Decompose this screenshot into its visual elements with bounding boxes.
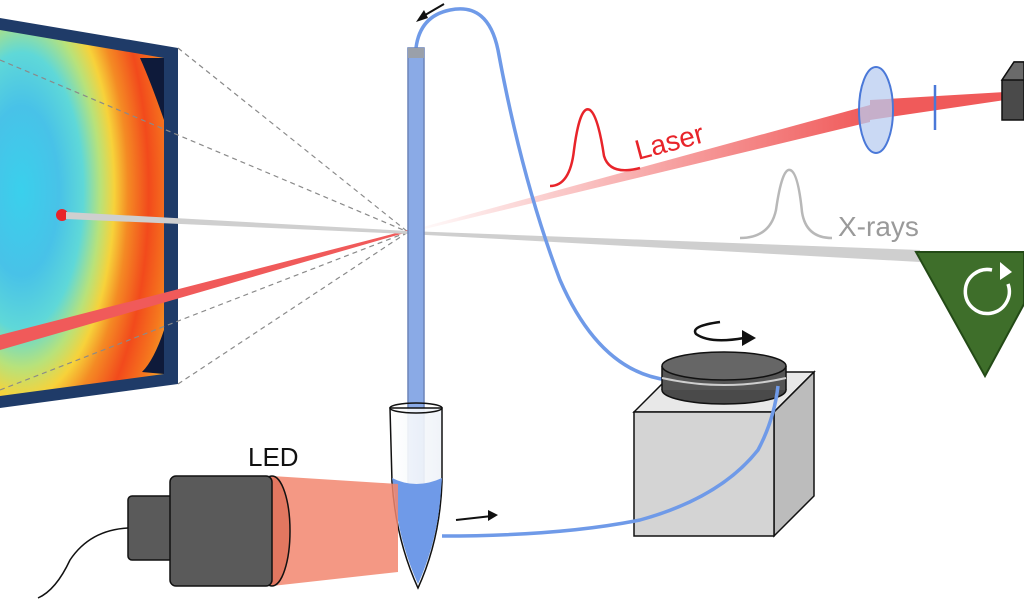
- xrays-label: X-rays: [838, 211, 919, 242]
- sample-tube: [389, 402, 443, 590]
- laser-pulse: [549, 108, 641, 188]
- focusing-lens: [858, 66, 894, 154]
- xray-beam-transmitted: [66, 212, 408, 234]
- led-source: [37, 475, 273, 599]
- xray-pulse: [739, 168, 833, 240]
- detector-image: [0, 18, 178, 408]
- laser-beam-transmitted: [0, 230, 408, 350]
- tubing-outlet: [414, 7, 669, 382]
- scatter-cone: [0, 47, 409, 391]
- rotation-arrow-icon: [693, 320, 756, 346]
- beam-center-spot: [56, 209, 68, 221]
- flow-arrow-icon: [455, 510, 498, 521]
- tubing-inlet: [441, 385, 780, 538]
- flow-arrow-icon: [416, 3, 445, 22]
- laser-source: [1000, 61, 1024, 121]
- led-cable: [37, 527, 129, 599]
- laser-beam-inner: [870, 92, 1005, 120]
- sample-liquid: [392, 478, 442, 584]
- led-light: [253, 475, 398, 587]
- xray-source: [914, 251, 1024, 379]
- led-label: LED: [248, 442, 299, 472]
- refresh-icon: [963, 262, 1012, 316]
- xray-beam: [408, 231, 920, 262]
